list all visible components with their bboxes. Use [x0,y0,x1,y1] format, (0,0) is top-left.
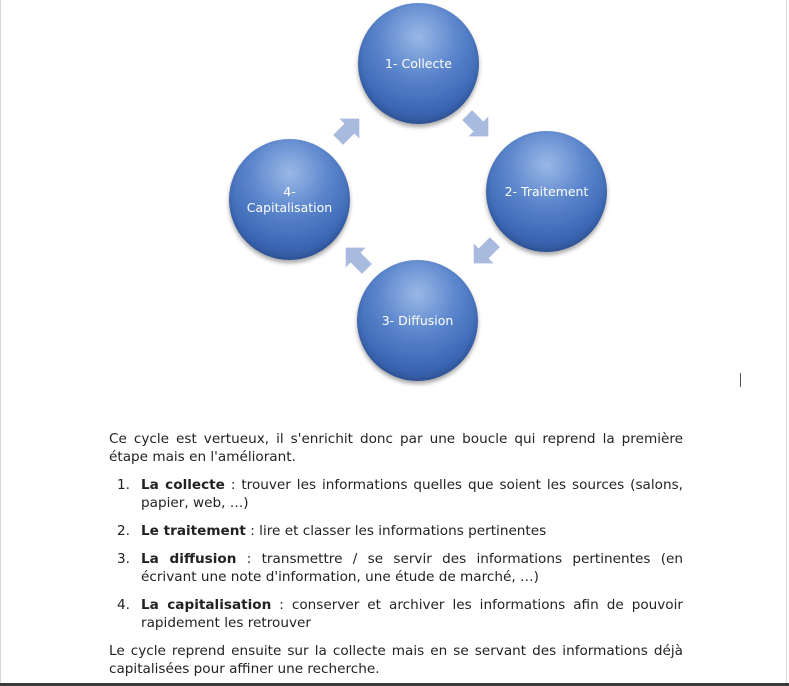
list-item: 2. Le traitement : lire et classer les i… [109,522,683,540]
arrow-capitalisation-to-collecte [328,108,370,150]
arrow-diffusion-to-capitalisation [335,237,377,279]
node-collecte-label: 1- Collecte [385,55,452,71]
step-number: 4. [117,597,130,613]
steps-list: 1. La collecte : trouver les information… [109,476,683,632]
step-separator: : [271,597,292,613]
page-bottom-border [0,683,789,686]
step-separator: : [236,551,262,567]
node-capitalisation-label: 4- Capitalisation [246,183,333,215]
node-diffusion: 3- Diffusion [357,260,478,381]
cycle-diagram: 1- Collecte 2- Traitement 3- Diffusion 4… [229,3,607,381]
outro-paragraph: Le cycle reprend ensuite sur la collecte… [109,643,683,677]
node-capitalisation: 4- Capitalisation [229,139,350,260]
node-diffusion-label: 3- Diffusion [381,312,454,328]
list-item: 3. La diffusion : transmettre / se servi… [109,550,683,586]
step-number: 2. [117,523,130,539]
text-cursor [740,373,741,387]
node-traitement: 2- Traitement [486,131,607,252]
step-description: transmettre / se servir des informations… [141,551,683,585]
step-term: Le traitement [141,523,246,539]
list-item: 4. La capitalisation : conserver et arch… [109,596,683,632]
step-separator: : [224,477,242,493]
step-number: 3. [117,551,130,567]
step-term: La capitalisation [141,597,272,613]
list-item: 1. La collecte : trouver les information… [109,476,683,512]
intro-paragraph: Ce cycle est vertueux, il s'enrichit don… [109,431,683,465]
arrow-traitement-to-diffusion [463,232,505,274]
step-description: conserver et archiver les informations a… [141,597,683,631]
node-traitement-label: 2- Traitement [504,183,589,199]
step-term: La collecte [141,477,225,493]
arrow-collecte-to-traitement [457,105,499,147]
step-term: La diffusion [141,551,237,567]
node-collecte: 1- Collecte [358,3,479,124]
step-number: 1. [117,477,130,493]
step-separator: : [245,523,260,539]
step-description: lire et classer les informations pertine… [259,523,547,539]
step-description: trouver les informations quelles que soi… [141,477,683,511]
body-text[interactable]: Ce cycle est vertueux, il s'enrichit don… [109,430,683,678]
